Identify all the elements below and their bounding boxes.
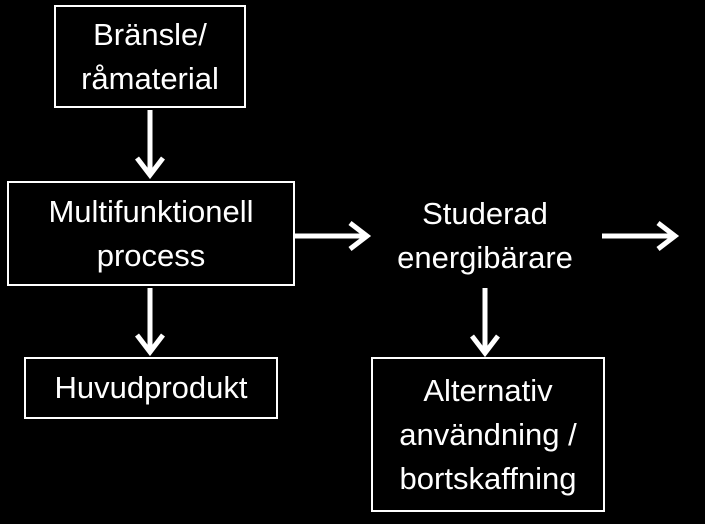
process-label-line1: Multifunktionell <box>48 193 254 229</box>
arrow-fuel-to-process <box>135 110 165 180</box>
process-label-line2: process <box>96 237 206 273</box>
fuel-label-line1: Bränsle/ <box>93 16 207 52</box>
main-product-label: Huvudprodukt <box>54 370 248 405</box>
studied-energy-carrier-label: Studerad energibärare <box>375 190 595 282</box>
arrow-process-to-energy-carrier <box>295 221 372 251</box>
arrow-carrier-outflow <box>602 221 680 251</box>
alternative-label-line1: Alternativ <box>423 372 553 408</box>
fuel-raw-material-box: Bränsle/ råmaterial <box>54 5 246 108</box>
carrier-label-line1: Studerad <box>422 196 548 231</box>
main-product-box: Huvudprodukt <box>24 357 278 419</box>
alternative-use-disposal-box: Alternativ användning / bortskaffning <box>371 357 605 512</box>
arrow-process-to-main-product <box>135 288 165 357</box>
carrier-label-line2: energibärare <box>397 240 573 275</box>
arrow-carrier-to-alternative <box>470 288 500 358</box>
multifunctional-process-box: Multifunktionell process <box>7 181 295 286</box>
alternative-label-line2: användning / <box>399 416 577 452</box>
alternative-label-line3: bortskaffning <box>399 460 577 496</box>
fuel-label-line2: råmaterial <box>81 60 219 96</box>
